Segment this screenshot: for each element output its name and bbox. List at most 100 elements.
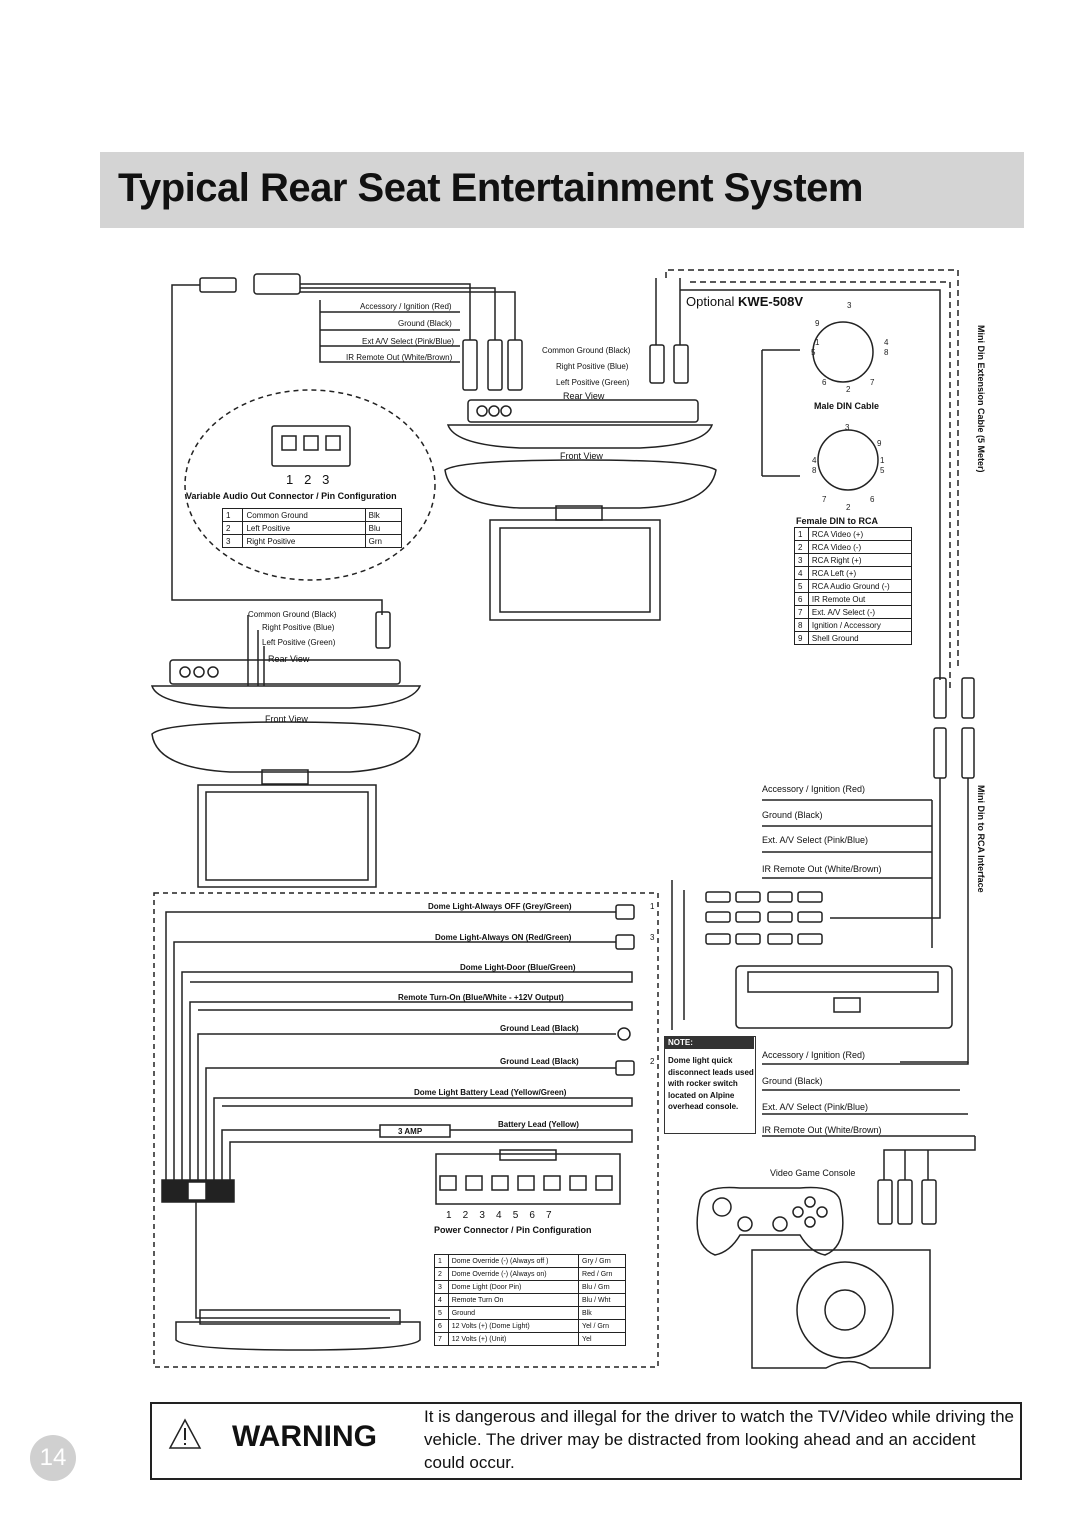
svg-text:9: 9 [877,439,882,448]
video-game-label: Video Game Console [770,1168,856,1178]
left-front-view-label: Front View [265,714,308,724]
lead-ground-2-label: Ground Lead (Black) [500,1057,579,1066]
svg-text:5: 5 [811,348,816,357]
audio-cable-left [171,284,383,615]
svg-text:8: 8 [884,348,889,357]
left-screen [197,784,377,888]
game-controller [696,1186,844,1256]
page-number: 14 [30,1435,76,1481]
lead-dome-on-num: 3 [650,933,655,942]
mini-din-plug-left [199,277,237,293]
right-ext-av-label: Ext. A/V Select (Pink/Blue) [762,835,869,845]
right-accessory-label: Accessory / Ignition (Red) [762,784,866,794]
svg-text:1: 1 [815,338,820,347]
svg-text:7: 7 [870,378,875,387]
svg-text:6: 6 [870,495,875,504]
svg-text:6: 6 [822,378,827,387]
bottom-ext-av-label: Ext. A/V Select (Pink/Blue) [762,1102,869,1112]
mini-din-socket-left [253,273,301,295]
left-right-positive-label: Right Positive (Blue) [262,623,335,632]
right-ground-label: Ground (Black) [762,810,823,820]
bottom-accessory-label: Accessory / Ignition (Red) [762,1050,866,1060]
center-common-ground-label: Common Ground (Black) [542,346,631,355]
fuse-label: 3 AMP [398,1127,423,1136]
lead-ground-1-label: Ground Lead (Black) [500,1024,579,1033]
note-header: NOTE: [664,1036,754,1049]
center-rear-view-label: Rear View [563,391,605,401]
svg-text:7: 7 [822,495,827,504]
center-right-positive-label: Right Positive (Blue) [556,362,629,371]
male-din-connector [812,321,874,383]
power-connector [435,1153,621,1205]
svg-text:4: 4 [812,456,817,465]
left-unit-rear [169,659,401,685]
power-harness-box [153,892,659,1368]
svg-text:2: 2 [846,385,851,394]
svg-text:3: 3 [845,423,850,432]
lead-ground-2-num: 2 [650,1057,655,1066]
warning-text: It is dangerous and illegal for the driv… [424,1407,1014,1472]
center-screen [489,519,661,621]
male-din-label: Male DIN Cable [814,401,880,411]
warning-icon [168,1418,202,1449]
harness-ir-remote-label: IR Remote Out (White/Brown) [346,353,453,362]
svg-text:4: 4 [884,338,889,347]
harness-accessory-label: Accessory / Ignition (Red) [360,302,452,311]
rca-interface-label: Mini Din to RCA Interface [976,785,986,893]
video-game-console [751,1249,931,1369]
svg-text:8: 8 [812,466,817,475]
bottom-unit [175,1321,421,1351]
left-left-positive-label: Left Positive (Green) [262,638,336,647]
center-front-view-label: Front View [560,451,603,461]
lead-battery-label: Battery Lead (Yellow) [498,1120,579,1129]
page-title: Typical Rear Seat Entertainment System [118,166,863,210]
svg-text:5: 5 [880,466,885,475]
left-unit-front [151,721,421,773]
power-connector-title: Power Connector / Pin Configuration [434,1225,592,1235]
left-common-ground-label: Common Ground (Black) [248,610,337,619]
warning-title: WARNING [232,1420,377,1453]
center-left-positive-label: Left Positive (Green) [556,378,630,387]
svg-text:1: 1 [880,456,885,465]
connector-detail-bubble [184,389,436,581]
female-din-title: Female DIN to RCA [796,516,879,526]
title-bar [100,152,1024,228]
connector-pin-numbers: 1 2 3 [286,472,330,487]
dvd-player [735,965,953,1029]
note-text: Dome light quick disconnect leads used w… [668,1056,754,1111]
optional-label: Optional KWE-508V [686,294,804,309]
harness-ext-av-label: Ext A/V Select (Pink/Blue) [362,337,455,346]
bottom-ir-remote-label: IR Remote Out (White/Brown) [762,1125,882,1135]
lead-remote-turn-on-label: Remote Turn-On (Blue/White - +12V Output… [398,993,564,1002]
warning-box [150,1402,1022,1480]
left-rear-view-label: Rear View [268,654,310,664]
harness-ground-label: Ground (Black) [398,319,452,328]
ext-cable-label: Mini Din Extension Cable (5 Meter) [976,325,986,473]
center-unit-rear [467,399,699,423]
svg-text:2: 2 [846,503,851,512]
lead-dome-off-label: Dome Light-Always OFF (Grey/Green) [428,902,572,911]
svg-text:9: 9 [815,319,820,328]
